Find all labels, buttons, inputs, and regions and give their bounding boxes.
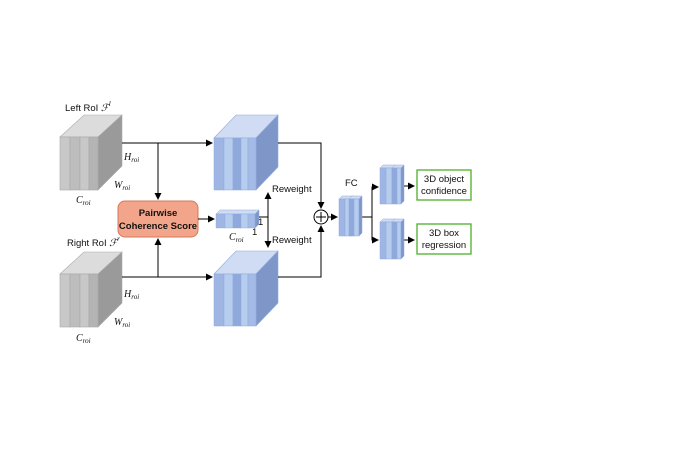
left-c-roi-label: Croi (76, 195, 91, 207)
left-w-roi-label: Wroi (114, 180, 130, 192)
connector-lines (122, 139, 415, 281)
fc-label: FC (345, 178, 358, 189)
score-c-roi-label: Croi (229, 232, 244, 244)
out-top-line1: 3D object (424, 174, 464, 185)
right-roi-feature-stack (59, 251, 123, 328)
confidence-head-block (379, 164, 405, 205)
bottom-blue-feature-block (213, 250, 279, 327)
right-roi-label: Right RoI ℱr (67, 235, 120, 249)
coherence-score-vector (215, 209, 260, 229)
right-c-roi-label: Croi (76, 333, 91, 345)
output-confidence-box (416, 169, 472, 201)
right-w-roi-label: Wroi (114, 317, 130, 329)
pcs-line2: Coherence Score (119, 221, 197, 232)
left-h-roi-label: Hroi (123, 152, 139, 164)
out-bottom-line1: 3D box (429, 228, 459, 239)
out-top-line2: confidence (421, 186, 467, 197)
fc-layer-block (338, 195, 363, 237)
reweight-top-label: Reweight (272, 184, 312, 195)
regression-head-block (379, 218, 405, 260)
top-blue-feature-block (213, 114, 279, 191)
left-roi-feature-stack (59, 114, 123, 191)
out-bottom-line2: regression (422, 240, 466, 251)
right-h-roi-label: Hroi (123, 289, 139, 301)
output-regression-box (416, 223, 472, 255)
score-dim1-label: 1 (258, 217, 263, 228)
score-dim2-label: 1 (252, 227, 257, 238)
reweight-bottom-label: Reweight (272, 235, 312, 246)
left-roi-label: Left RoI ℱl (65, 100, 111, 114)
pcs-line1: Pairwise (139, 208, 178, 219)
